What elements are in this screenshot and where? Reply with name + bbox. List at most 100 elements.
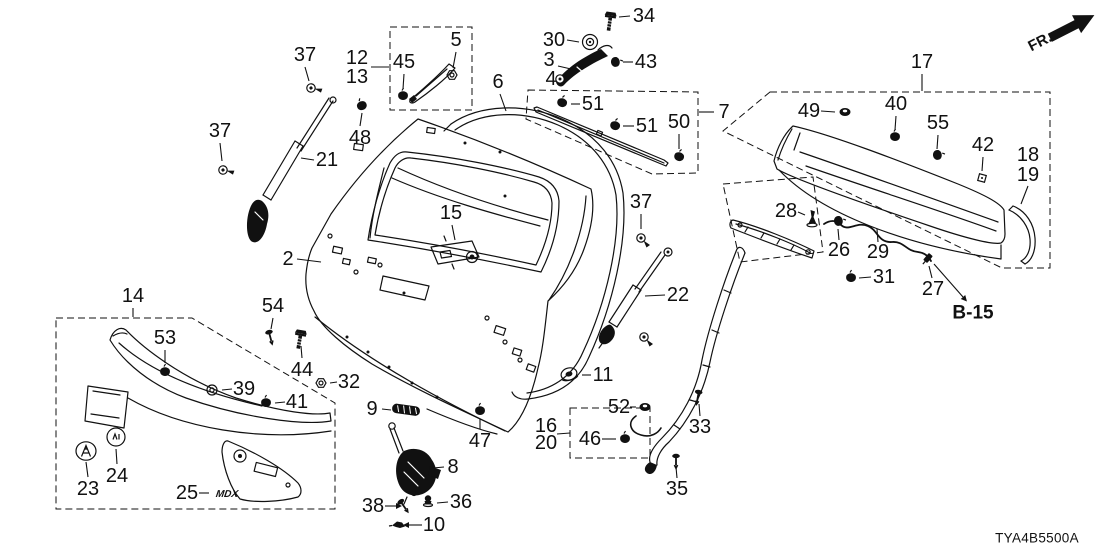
screw-icon xyxy=(265,329,274,346)
screw-icon xyxy=(672,453,680,471)
latch-assembly-drawing xyxy=(388,422,441,505)
leader-line xyxy=(557,65,572,70)
leader-line xyxy=(894,115,897,131)
emblem-a-icon xyxy=(75,441,97,461)
group-box-16-20 xyxy=(569,407,651,459)
leader-line xyxy=(402,73,405,90)
leader-line xyxy=(981,156,984,172)
leader-line xyxy=(452,51,457,69)
spoiler-drawing xyxy=(773,125,1006,260)
clip-icon xyxy=(356,98,367,111)
group-box-brakelight xyxy=(722,176,824,263)
leader-line xyxy=(1020,185,1029,205)
leader-line xyxy=(304,66,310,82)
screw-icon xyxy=(397,498,409,514)
leader-line xyxy=(936,134,939,150)
fr-direction-arrow xyxy=(1047,15,1095,42)
wiper-cover-drawing xyxy=(409,63,456,104)
trim-strip-18-19-drawing xyxy=(1008,205,1036,265)
leader-arrowhead xyxy=(960,295,967,302)
leader-line xyxy=(451,224,456,241)
lower-garnish-drawing xyxy=(84,327,332,503)
leader-line xyxy=(928,265,933,279)
tailgate-stay-22-drawing xyxy=(598,247,673,349)
clip-icon xyxy=(557,94,568,108)
leader-line xyxy=(270,317,274,330)
pin-icon xyxy=(636,233,650,248)
clip-icon xyxy=(620,430,630,443)
clip-icon xyxy=(160,363,170,376)
leader-line xyxy=(221,388,233,391)
leader-line xyxy=(300,345,303,359)
tailgate-stay-21-drawing xyxy=(246,96,337,243)
leader-line xyxy=(300,157,315,161)
clip-icon xyxy=(610,57,624,67)
clip-icon xyxy=(833,216,847,226)
grommet-icon xyxy=(639,403,651,411)
grommet-icon xyxy=(839,108,851,116)
bolt-icon xyxy=(604,11,617,31)
leader-line xyxy=(219,142,223,162)
leader-line xyxy=(820,110,836,113)
dashed-group-boxes xyxy=(55,26,1051,510)
leader-line xyxy=(381,408,392,411)
leader-line xyxy=(359,112,363,127)
svg-text:MDX: MDX xyxy=(215,489,240,500)
leader-line xyxy=(296,258,322,263)
leader-line xyxy=(644,294,666,297)
camera-unit-drawing xyxy=(430,235,480,270)
washer-icon xyxy=(206,384,218,396)
group-box-spoiler-17 xyxy=(722,91,1051,269)
glass-seal-drawing xyxy=(443,107,625,400)
bracket-icon xyxy=(806,210,818,228)
bolt-icon xyxy=(294,329,307,349)
emblem-circle-icon xyxy=(106,427,126,447)
pin-icon xyxy=(639,332,653,347)
square-icon xyxy=(976,172,988,184)
leader-line xyxy=(556,432,571,435)
leader-line xyxy=(85,461,89,478)
leader-arrowhead xyxy=(403,522,409,528)
screw-icon xyxy=(694,389,703,406)
nameplate-icon: MDX xyxy=(215,489,240,500)
window-molding-drawing xyxy=(533,106,669,167)
generated-layer: MDX xyxy=(75,11,1029,528)
grommet-large-icon xyxy=(560,367,579,382)
clip-icon xyxy=(932,150,946,160)
group-box-wiper-cover xyxy=(389,26,473,111)
leader-line xyxy=(329,381,338,384)
leader-line xyxy=(499,93,507,112)
nut-icon xyxy=(315,378,327,388)
conn-icon xyxy=(922,253,933,265)
leader-line xyxy=(797,211,806,216)
clip-icon xyxy=(846,269,856,282)
clip-icon xyxy=(610,117,621,131)
clip-icon xyxy=(674,148,685,162)
leader-line xyxy=(432,466,445,469)
clip-icon xyxy=(398,87,408,100)
roller-icon xyxy=(581,33,599,51)
leader-arrowhead xyxy=(396,503,402,509)
clip-icon xyxy=(890,128,900,141)
leader-line xyxy=(618,15,631,18)
pin-icon xyxy=(218,165,235,175)
leader-line xyxy=(436,501,449,504)
nut-icon xyxy=(446,70,458,80)
handle-icon xyxy=(392,403,420,416)
brakelight-garnish-drawing xyxy=(729,219,815,259)
clip-icon xyxy=(261,394,271,407)
leader-line xyxy=(858,276,872,279)
leader-line xyxy=(837,228,840,241)
leader-line xyxy=(698,403,701,417)
pin-icon xyxy=(306,83,323,93)
leader-line xyxy=(274,401,286,404)
clip-icon xyxy=(475,402,485,415)
stud-icon xyxy=(422,495,434,508)
pillar-garnish-drawing xyxy=(629,246,746,475)
leader-line xyxy=(933,263,964,298)
leader-line xyxy=(566,39,580,43)
hinge-drawing xyxy=(555,44,613,87)
leader-line xyxy=(876,228,879,243)
